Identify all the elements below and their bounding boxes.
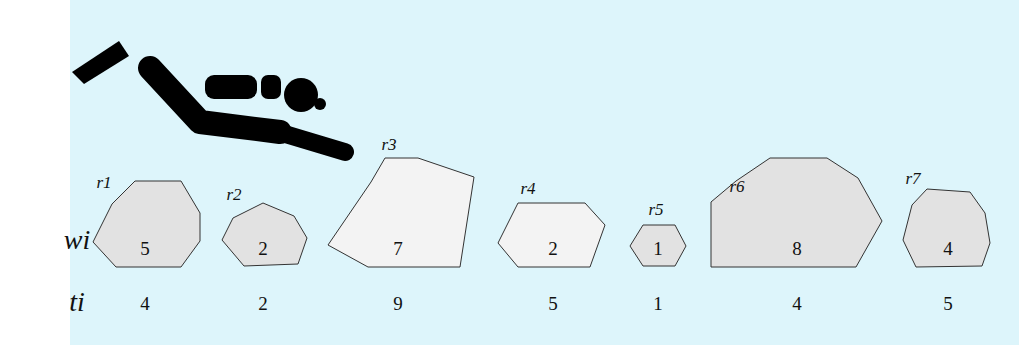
- diver-head: [284, 78, 318, 112]
- rock: r51: [630, 225, 686, 266]
- axis-label: wi: [64, 226, 90, 254]
- rock-name: r3: [381, 136, 396, 153]
- rock-name: r2: [226, 186, 241, 203]
- rock: r42: [498, 203, 605, 267]
- weight-value: 7: [393, 239, 403, 258]
- weight-value: 1: [653, 239, 663, 258]
- rock: r74: [903, 189, 990, 267]
- weight-value: 2: [258, 239, 268, 258]
- diver-tank-valve: [261, 75, 281, 99]
- rock-name: r1: [96, 174, 111, 191]
- rock-name: r7: [905, 170, 920, 187]
- rock-shape: [903, 189, 990, 267]
- time-value: 4: [792, 294, 802, 313]
- time-value: 1: [653, 294, 663, 313]
- weight-value: 2: [548, 239, 558, 258]
- rock: r6 8: [711, 158, 882, 267]
- time-value: 4: [140, 294, 150, 313]
- rock: r22: [222, 203, 307, 266]
- weight-value: 5: [140, 239, 150, 258]
- diver-fin: [72, 41, 129, 84]
- diver-regulator: [314, 98, 326, 110]
- rock-name: r6: [729, 178, 744, 195]
- rock-shape: [328, 158, 474, 267]
- rock-shape: [498, 203, 605, 267]
- time-value: 5: [943, 294, 953, 313]
- rock: r15: [93, 181, 200, 267]
- time-value: 2: [258, 294, 268, 313]
- diver-tank: [205, 75, 257, 99]
- rock-shape: [630, 225, 686, 266]
- time-value: 9: [393, 294, 403, 313]
- water-background: [70, 0, 1019, 345]
- weight-value: 8: [792, 239, 802, 258]
- axis-label: ti: [69, 288, 85, 316]
- rock-shape: [222, 203, 307, 266]
- rock-name: r5: [648, 201, 663, 218]
- rock: r37: [328, 158, 474, 267]
- rock-name: r4: [520, 180, 535, 197]
- rock-shape: [93, 181, 200, 267]
- rock-shape: [711, 158, 882, 267]
- diver-arm: [265, 128, 345, 152]
- weight-value: 4: [943, 239, 953, 258]
- time-value: 5: [548, 294, 558, 313]
